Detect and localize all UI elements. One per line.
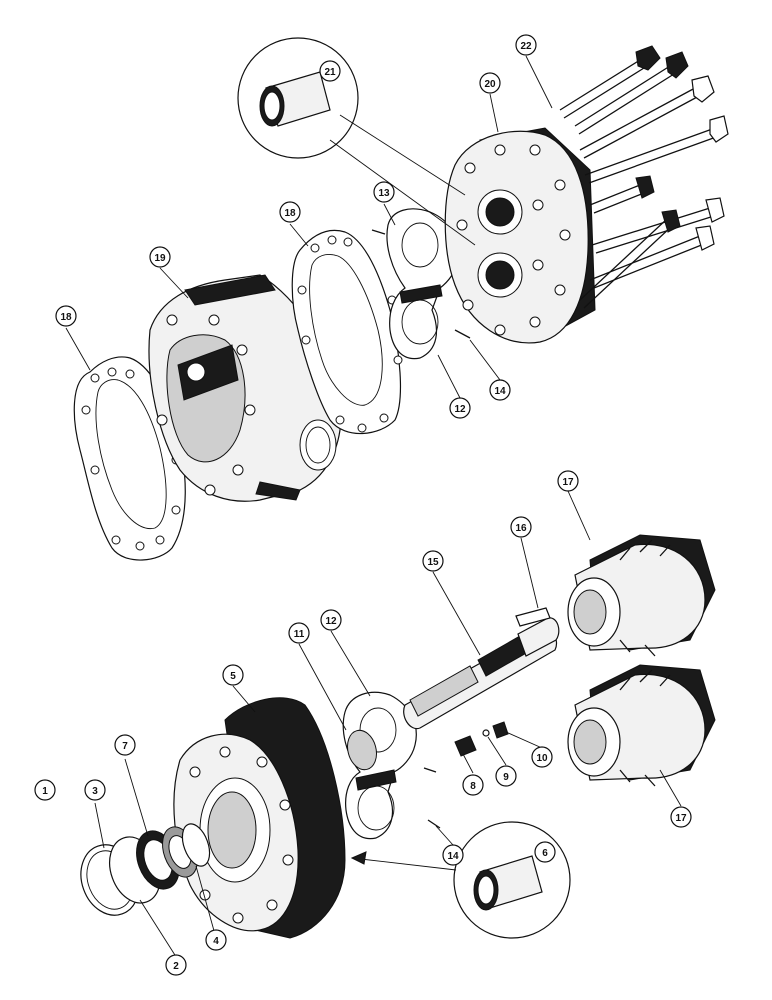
callout-21: 21 bbox=[319, 60, 341, 82]
callout-15: 15 bbox=[422, 550, 444, 572]
gear-lower bbox=[567, 664, 716, 787]
bolts bbox=[559, 45, 729, 309]
callout-4: 4 bbox=[205, 929, 227, 951]
svg-text:18: 18 bbox=[60, 312, 72, 323]
callout-2: 2 bbox=[165, 954, 187, 976]
callout-1: 1 bbox=[34, 779, 56, 801]
pump-body bbox=[148, 274, 342, 502]
svg-text:5: 5 bbox=[230, 671, 236, 682]
svg-text:16: 16 bbox=[515, 523, 527, 534]
svg-text:13: 13 bbox=[378, 188, 390, 199]
callout-9: 9 bbox=[495, 765, 517, 787]
bearing-inset-upper bbox=[237, 37, 476, 246]
svg-text:1: 1 bbox=[42, 786, 48, 797]
svg-text:17: 17 bbox=[675, 813, 687, 824]
svg-text:17: 17 bbox=[562, 477, 574, 488]
svg-text:12: 12 bbox=[454, 404, 466, 415]
svg-text:20: 20 bbox=[484, 79, 496, 90]
svg-text:21: 21 bbox=[324, 67, 336, 78]
front-cover bbox=[173, 697, 346, 939]
callout-18-right: 18 bbox=[279, 201, 301, 223]
svg-text:12: 12 bbox=[325, 616, 337, 627]
seal-stack bbox=[80, 823, 211, 916]
callout-14-upper: 14 bbox=[489, 379, 511, 401]
gear-upper bbox=[567, 534, 716, 657]
callout-17-lower: 17 bbox=[670, 806, 692, 828]
gasket-right bbox=[291, 229, 403, 435]
svg-text:11: 11 bbox=[294, 629, 305, 640]
svg-text:19: 19 bbox=[154, 253, 166, 264]
svg-text:6: 6 bbox=[542, 848, 548, 859]
bearing-inset-lower bbox=[350, 821, 571, 939]
leader-lines bbox=[65, 55, 682, 964]
svg-text:3: 3 bbox=[92, 786, 98, 797]
callout-7: 7 bbox=[114, 734, 136, 756]
drive-shaft bbox=[403, 617, 560, 730]
svg-text:10: 10 bbox=[536, 753, 548, 764]
svg-text:15: 15 bbox=[427, 557, 439, 568]
callout-10: 10 bbox=[531, 746, 553, 768]
callout-18-left: 18 bbox=[55, 305, 77, 327]
callout-5: 5 bbox=[222, 664, 244, 686]
callout-6: 6 bbox=[534, 841, 556, 863]
callout-19: 19 bbox=[149, 246, 171, 268]
svg-text:14: 14 bbox=[494, 386, 506, 397]
key bbox=[515, 607, 551, 627]
svg-text:14: 14 bbox=[447, 851, 459, 862]
small-fittings bbox=[454, 721, 509, 757]
callout-13: 13 bbox=[373, 181, 395, 203]
svg-text:2: 2 bbox=[173, 961, 179, 972]
callout-14-lower: 14 bbox=[442, 844, 464, 866]
svg-text:4: 4 bbox=[213, 936, 219, 947]
callout-16: 16 bbox=[510, 516, 532, 538]
svg-text:18: 18 bbox=[284, 208, 296, 219]
callout-17-upper: 17 bbox=[557, 470, 579, 492]
svg-text:22: 22 bbox=[520, 41, 532, 52]
callouts: 1 2 3 4 5 6 7 8 bbox=[34, 34, 692, 976]
svg-text:7: 7 bbox=[122, 741, 128, 752]
callout-11: 11 bbox=[288, 622, 310, 644]
svg-text:9: 9 bbox=[503, 772, 509, 783]
wear-plate-upper bbox=[371, 208, 471, 360]
wear-plate-lower bbox=[342, 691, 441, 840]
callout-20: 20 bbox=[479, 72, 501, 94]
callout-22: 22 bbox=[515, 34, 537, 56]
callout-12-upper: 12 bbox=[449, 397, 471, 419]
end-cover bbox=[444, 127, 596, 344]
callout-12-lower: 12 bbox=[320, 609, 342, 631]
callout-8: 8 bbox=[462, 774, 484, 796]
callout-3: 3 bbox=[84, 779, 106, 801]
svg-text:8: 8 bbox=[470, 781, 476, 792]
